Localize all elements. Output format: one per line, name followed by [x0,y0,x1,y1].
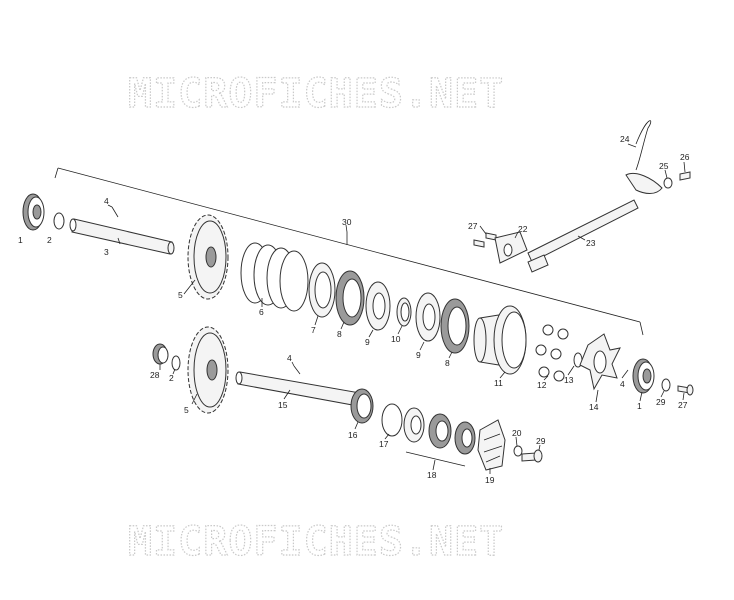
callout-24: 24 [620,134,630,144]
part-10-ring [396,297,412,327]
callout-5: 5 [178,290,183,300]
callout-26: 26 [680,152,690,162]
part-14-drive-plate [579,333,621,391]
part-18-seals [403,407,476,455]
callout-28: 28 [150,370,160,380]
part-2-circlip-lower [171,355,181,371]
callout-27b: 27 [468,221,478,231]
part-25-washer [663,177,673,189]
callout-8: 8 [337,329,342,339]
watermark-top: MICROFICHES.NET [128,71,504,117]
assembly-bracket-30 [54,167,644,336]
leader-lines [107,143,686,474]
part-17-circlip [381,403,403,437]
part-4-pin-right [621,369,629,379]
callout-20: 20 [512,428,522,438]
callout-14: 14 [589,402,599,412]
part-28-bush [152,343,169,365]
callout-13: 13 [564,375,574,385]
part-22-bracket [494,231,528,264]
part-15-shaft-lower [235,371,361,407]
part-29-bolt [521,449,543,463]
part-11-hub [473,305,527,375]
part-5-gear-upper [187,214,229,300]
callout-30: 30 [342,217,352,227]
part-24-spring-wire [635,120,652,171]
callout-5b: 5 [184,405,189,415]
part-23-lever-arm [527,173,663,273]
part-1-seal-left [22,193,45,231]
callout-17: 17 [379,439,389,449]
callout-15: 15 [278,400,288,410]
callout-4b: 4 [620,379,625,389]
part-6-spring [240,242,309,312]
callout-3: 3 [104,247,109,257]
callout-29b: 29 [536,436,546,446]
part-27-screw-upper [485,232,497,241]
part-7-washer [308,262,336,318]
part-3-shaft [69,218,175,255]
callout-6: 6 [259,307,264,317]
part-27-screw-lower [473,239,485,248]
part-8-bearing-b [440,298,470,354]
part-26-screw [679,171,691,181]
part-20-washer [513,445,523,457]
callout-27: 27 [678,400,688,410]
callout-8b: 8 [445,358,450,368]
part-1-seal-right [632,358,655,394]
watermark-bottom: MICROFICHES.NET [128,519,504,565]
callout-9: 9 [365,337,370,347]
callout-2: 2 [47,235,52,245]
callout-2b: 2 [169,373,174,383]
callout-4: 4 [104,196,109,206]
part-5-gear-lower [187,326,229,414]
part-16-bearing [350,388,374,424]
part-2-circlip-left [53,212,65,230]
callout-1: 1 [18,235,23,245]
callout-1b: 1 [637,401,642,411]
callout-16: 16 [348,430,358,440]
callout-11: 11 [494,378,503,388]
part-9-washer-b [415,292,441,342]
part-12-balls [535,324,569,382]
callout-7: 7 [311,325,316,335]
part-19-impeller [477,419,506,471]
callout-18: 18 [427,470,437,480]
part-4-pin-upper [111,206,119,218]
part-27-screw-right [677,384,694,396]
callout-29: 29 [656,397,666,407]
callout-22: 22 [518,224,528,234]
callout-19: 19 [485,475,495,485]
callout-12: 12 [537,380,547,390]
callout-labels: 1 2 3 4 5 30 6 7 8 9 10 9 8 11 12 13 14 … [18,134,690,485]
part-4-pin-lower [293,365,301,375]
callout-4c: 4 [287,353,292,363]
callout-9b: 9 [416,350,421,360]
part-9-washer-a [365,281,391,331]
callout-25: 25 [659,161,669,171]
callout-10: 10 [391,334,401,344]
callout-23: 23 [586,238,596,248]
part-29-washer-right [661,378,671,392]
part-8-bearing-a [335,270,365,326]
